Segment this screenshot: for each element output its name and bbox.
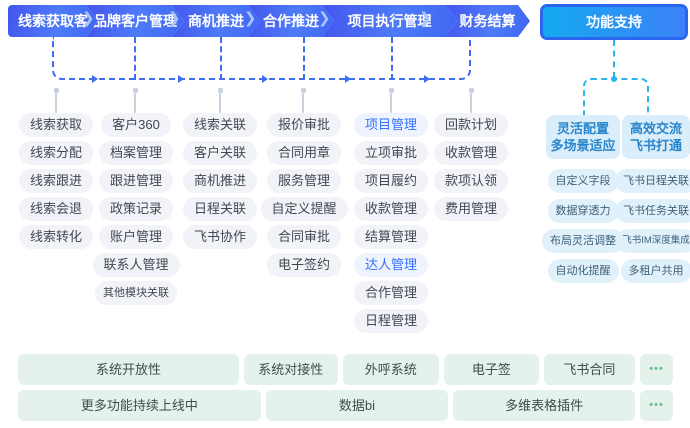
support-connector-line	[613, 40, 615, 78]
capability-row: 更多功能持续上线中 数据bi 多维表格插件 •••	[18, 390, 673, 421]
feature-pill: 其他模块关联	[95, 281, 177, 305]
feature-pill: 线索分配	[18, 141, 93, 165]
column-connector	[300, 88, 306, 113]
capability-cell: 系统开放性	[18, 354, 239, 385]
support-connector-dot	[611, 76, 617, 82]
feature-pill: 线索获取	[18, 113, 93, 137]
process-step-brand-customer-mgmt: 品牌客户管理	[86, 5, 184, 37]
feature-pill: 日程管理	[353, 309, 428, 333]
process-step-project-execution: 项目执行管理	[322, 5, 457, 37]
arrow-right-icon	[92, 75, 98, 83]
column-connector	[468, 88, 474, 113]
support-pill: 自动化提醒	[547, 259, 619, 283]
column-lead-acquisition: 线索获取 线索分配 线索跟进 线索会退 线索转化	[14, 113, 98, 249]
capability-cell: 飞书合同	[543, 354, 636, 385]
arrow-right-icon	[262, 75, 268, 83]
feature-pill: 合作管理	[353, 281, 428, 305]
connector-line	[220, 37, 222, 80]
feature-pill: 联系人管理	[92, 253, 180, 277]
feature-pill: 线索跟进	[18, 169, 93, 193]
support-pill: 数据穿透力	[547, 199, 619, 223]
support-pill: 飞书IM深度集成	[616, 229, 690, 253]
feature-pill: 结算管理	[353, 225, 428, 249]
feature-pill: 政策记录	[98, 197, 173, 221]
arrow-right-icon	[178, 75, 184, 83]
feature-pill: 费用管理	[433, 197, 508, 221]
feature-pill: 自定义提醒	[260, 197, 348, 221]
support-group-header: 高效交流 飞书打通	[622, 115, 690, 159]
column-connector	[217, 88, 223, 113]
connector-line	[303, 37, 305, 80]
process-step-finance-settlement: 财务结算	[445, 5, 530, 37]
arrow-right-icon	[424, 75, 430, 83]
column-finance: 回款计划 收款管理 款项认领 费用管理	[428, 113, 514, 221]
column-connector	[388, 88, 394, 113]
feature-pill: 款项认领	[433, 169, 508, 193]
feature-pill: 合同用章	[266, 141, 341, 165]
column-brand-customer: 客户360 档案管理 跟进管理 政策记录 账户管理 联系人管理 其他模块关联	[92, 113, 180, 305]
support-pill: 多租户共用	[620, 259, 690, 283]
feature-pill-highlighted: 达人管理	[353, 253, 428, 277]
process-step-cooperation-advance: 合作推进	[248, 5, 334, 37]
feature-pill: 服务管理	[266, 169, 341, 193]
feature-pill: 线索关联	[182, 113, 257, 137]
feature-pill: 项目履约	[353, 169, 428, 193]
support-pill: 自定义字段	[547, 169, 619, 193]
flow-connector-bracket	[52, 37, 471, 80]
feature-pill: 账户管理	[98, 225, 173, 249]
feature-pill: 客户360	[101, 113, 171, 137]
feature-pill: 收款管理	[433, 141, 508, 165]
feature-pill: 立项审批	[353, 141, 428, 165]
process-step-opportunity-advance: 商机推进	[172, 5, 260, 37]
column-opportunity: 线索关联 客户关联 商机推进 日程关联 飞书协作	[180, 113, 260, 249]
support-pill: 飞书日程关联	[615, 169, 690, 193]
process-flow: 线索获取客户 品牌客户管理 商机推进 合作推进 项目执行管理 财务结算	[8, 5, 530, 37]
feature-pill: 客户关联	[182, 141, 257, 165]
capability-cell: 系统对接性	[243, 354, 338, 385]
feature-pill: 收款管理	[353, 197, 428, 221]
support-button: 功能支持	[540, 4, 688, 40]
feature-pill: 合同审批	[266, 225, 341, 249]
arrow-right-icon	[345, 75, 351, 83]
capability-cell: 多维表格插件	[453, 390, 636, 421]
column-connector	[53, 88, 59, 113]
more-ellipsis-icon: •••	[640, 390, 673, 421]
support-connector-bracket	[583, 78, 649, 115]
support-pill: 飞书任务关联	[615, 199, 690, 223]
capability-cell: 数据bi	[265, 390, 448, 421]
support-group-header: 灵活配置 多场景适应	[546, 115, 620, 159]
more-ellipsis-icon: •••	[640, 354, 673, 385]
feature-pill: 跟进管理	[98, 169, 173, 193]
feature-pill: 线索会退	[18, 197, 93, 221]
column-cooperation: 报价审批 合同用章 服务管理 自定义提醒 合同审批 电子签约	[260, 113, 348, 277]
support-group-feishu: 高效交流 飞书打通 飞书日程关联 飞书任务关联 飞书IM深度集成 多租户共用	[615, 115, 690, 283]
capability-cell: 更多功能持续上线中	[18, 390, 261, 421]
process-step-lead-acquisition: 线索获取客户	[8, 5, 98, 37]
capability-row: 系统开放性 系统对接性 外呼系统 电子签 飞书合同 •••	[18, 354, 673, 385]
feature-pill: 报价审批	[266, 113, 341, 137]
column-project-execution: 项目管理 立项审批 项目履约 收款管理 结算管理 达人管理 合作管理 日程管理	[348, 113, 434, 333]
feature-pill: 回款计划	[433, 113, 508, 137]
feature-pill: 飞书协作	[182, 225, 257, 249]
connector-line	[391, 37, 393, 80]
connector-line	[134, 37, 136, 80]
capability-cell: 电子签	[444, 354, 539, 385]
feature-pill: 商机推进	[182, 169, 257, 193]
capability-cell: 外呼系统	[342, 354, 440, 385]
feature-pill: 档案管理	[98, 141, 173, 165]
column-connector	[132, 88, 138, 113]
support-pill: 布局灵活调整	[542, 229, 624, 253]
feature-pill-highlighted: 项目管理	[353, 113, 428, 137]
capability-rows: 系统开放性 系统对接性 外呼系统 电子签 飞书合同 ••• 更多功能持续上线中 …	[18, 354, 673, 421]
feature-pill: 线索转化	[18, 225, 93, 249]
feature-pill: 日程关联	[182, 197, 257, 221]
support-group-flex-config: 灵活配置 多场景适应 自定义字段 数据穿透力 布局灵活调整 自动化提醒	[542, 115, 624, 283]
feature-pill: 电子签约	[266, 253, 341, 277]
